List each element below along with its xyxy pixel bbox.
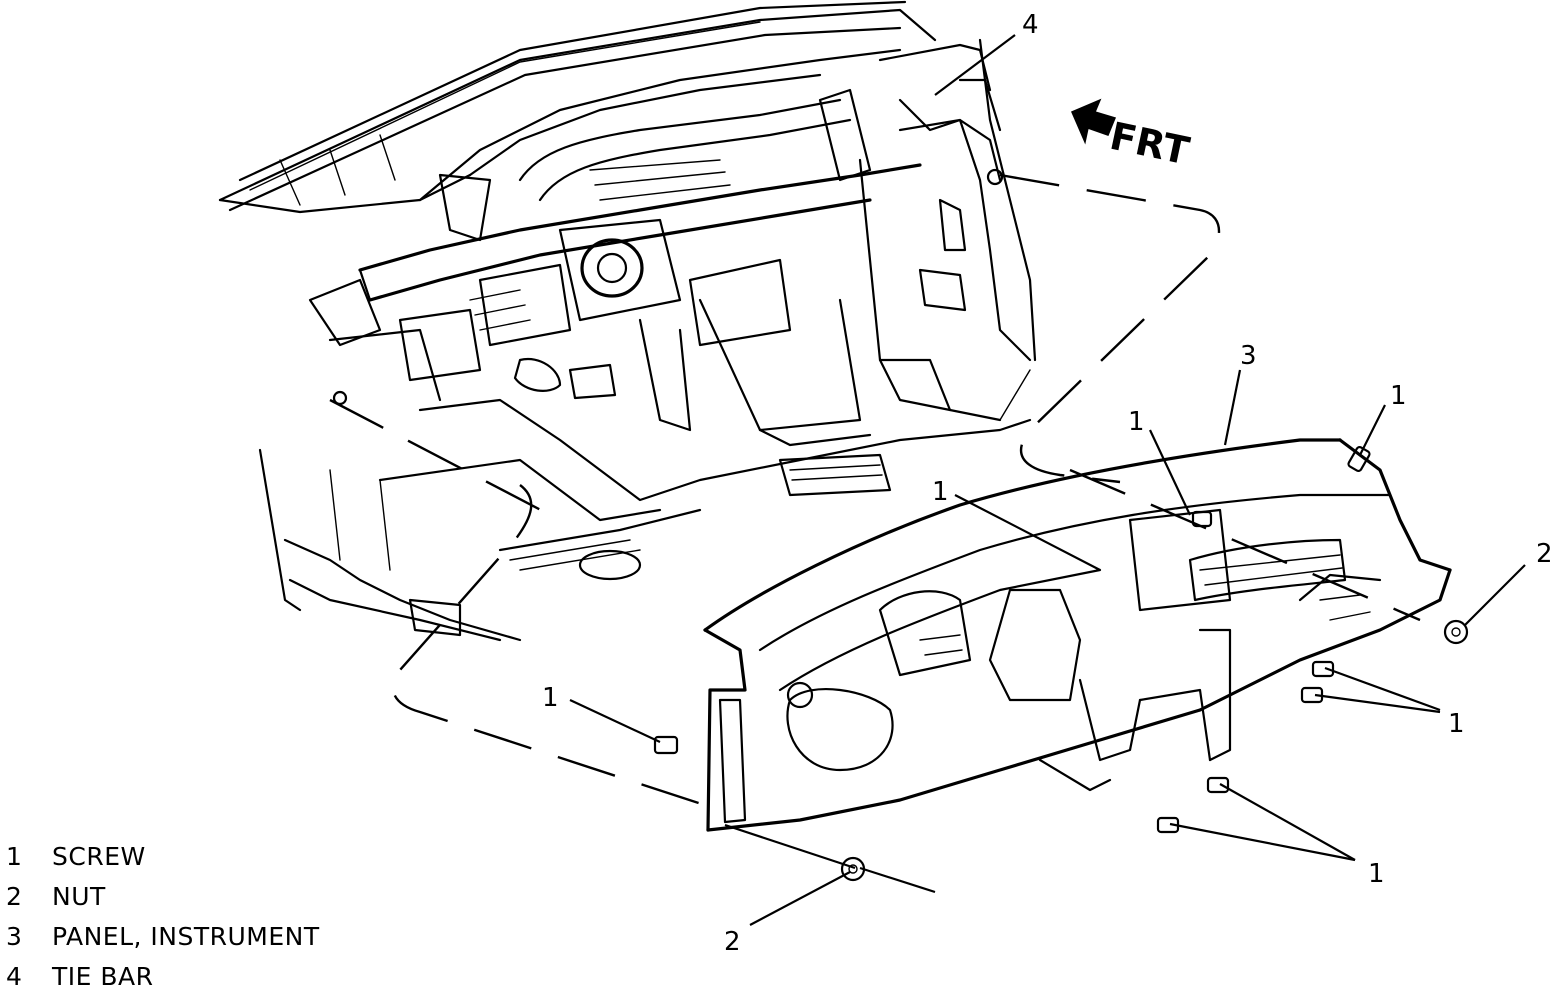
legend-number: 3 <box>6 921 22 951</box>
legend-number: 1 <box>6 841 22 871</box>
bolt-icon <box>986 168 1004 186</box>
phantom-outline-left <box>391 484 721 812</box>
legend-label: TIE BAR <box>52 961 154 991</box>
leader-lines <box>569 34 1526 926</box>
front-arrow-icon <box>1071 98 1117 145</box>
callout-screw: 1 <box>542 683 559 713</box>
phantom-line-mid <box>329 398 561 522</box>
nut-icon <box>1443 619 1469 645</box>
tie-bar <box>358 43 1002 302</box>
legend-item: 4 TIE BAR <box>6 956 366 996</box>
hvac-module <box>308 159 872 447</box>
phantom-outline <box>999 173 1221 484</box>
legend-number: 2 <box>6 881 22 911</box>
legend-item: 2 NUT <box>6 876 366 916</box>
a-pillar <box>858 38 1037 422</box>
screw-icon <box>1347 445 1371 473</box>
front-orientation: FRT <box>1071 98 1193 174</box>
callout-screw: 1 <box>932 477 949 507</box>
floor-pan <box>258 398 1032 642</box>
legend-label: PANEL, INSTRUMENT <box>52 921 320 951</box>
front-label: FRT <box>1106 114 1193 174</box>
callout-screw: 1 <box>1390 381 1407 411</box>
callout-screw: 1 <box>1128 407 1145 437</box>
screw-icon <box>1206 776 1230 794</box>
instrument-panel <box>703 438 1452 832</box>
legend-item: 3 PANEL, INSTRUMENT <box>6 916 366 956</box>
screw-icon <box>653 735 679 755</box>
legend-item: 1 SCREW <box>6 836 366 876</box>
legend-label: NUT <box>52 881 106 911</box>
callout-panel: 3 <box>1240 341 1257 371</box>
bolt-icon <box>332 390 348 406</box>
legend-number: 4 <box>6 961 22 991</box>
windshield-cowl <box>218 0 937 214</box>
screw-icon <box>1191 510 1213 528</box>
callout-screw: 1 <box>1448 709 1465 739</box>
screw-icon <box>1311 660 1335 678</box>
callout-nut: 2 <box>1536 539 1553 569</box>
legend-label: SCREW <box>52 841 146 871</box>
callout-nut: 2 <box>724 927 741 957</box>
callouts: 4 3 1 1 1 2 1 1 1 2 <box>542 10 1553 957</box>
phantom-line-right <box>1069 468 1421 622</box>
callout-screw: 1 <box>1368 859 1385 889</box>
callout-tie-bar: 4 <box>1022 10 1039 40</box>
parts-legend: 1 SCREW 2 NUT 3 PANEL, INSTRUMENT 4 TIE … <box>6 836 366 996</box>
